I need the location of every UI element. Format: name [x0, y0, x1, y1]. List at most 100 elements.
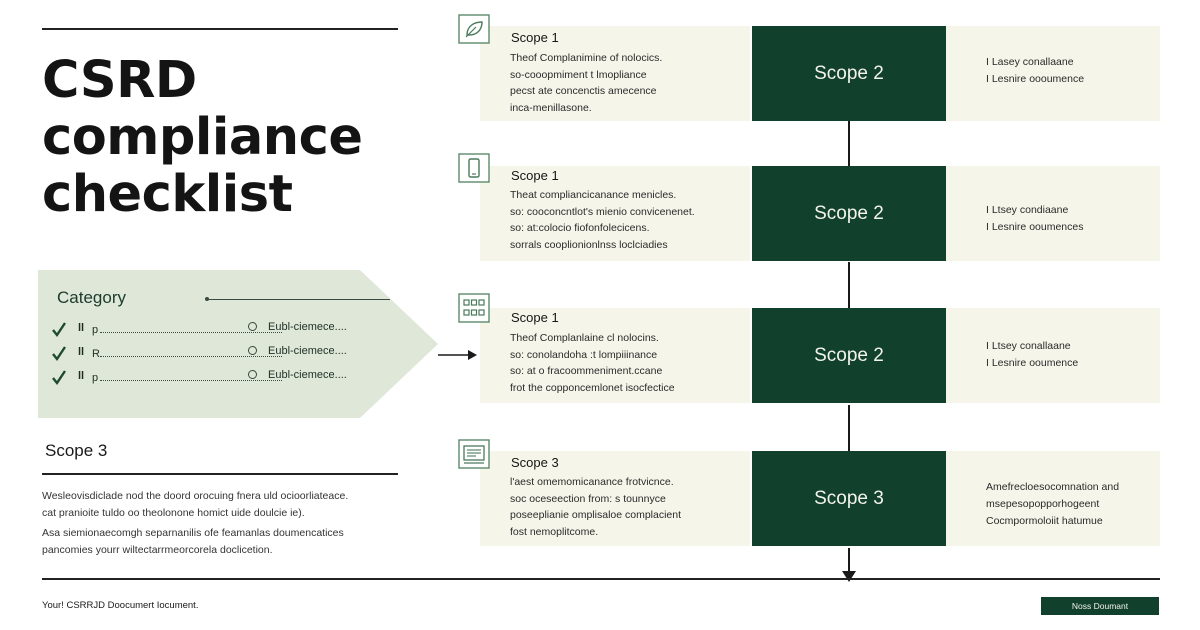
arrow-down-icon — [842, 571, 856, 582]
scope3-heading: Scope 3 — [45, 441, 108, 460]
note-line: I Lesnire oooumence — [986, 73, 1085, 85]
scope-row-card — [480, 26, 750, 121]
checklist-evidence: Eubl-ciemece.... — [268, 321, 347, 333]
row-description: Theof Complanimine of nolocics. so-cooop… — [510, 50, 745, 116]
checklist-marker: ll — [78, 346, 85, 358]
desc-line: l'aest omemomicanance frotvicnce. — [510, 476, 674, 488]
category-panel-shape — [38, 270, 438, 418]
desc-line: inca-menillasone. — [510, 101, 592, 114]
scope-row-notes-bg — [946, 26, 1160, 121]
desc-line: Theof Complanlaine cl nolocins. — [510, 332, 659, 344]
note-line: I Lesnire ooumences — [986, 221, 1084, 233]
scope-row-notes-bg — [946, 166, 1160, 261]
connector-line — [848, 548, 850, 574]
checklist-item[interactable]: ll p Eubl-ciemece.... — [52, 369, 382, 388]
document-icon — [458, 439, 490, 469]
next-document-button[interactable]: Noss Doumant — [1041, 597, 1159, 615]
check-icon — [52, 370, 66, 386]
row-notes: I Lasey conallaane I Lesnire oooumence — [986, 54, 1156, 88]
desc-line: so: at:colocio fiofonfolecicens. — [510, 222, 650, 234]
scope-row-card — [480, 308, 750, 403]
checklist-marker: ll — [78, 370, 85, 382]
circle-bullet-icon — [248, 322, 257, 331]
dotted-leader — [100, 380, 282, 381]
row-description: l'aest omemomicanance frotvicnce. soc oc… — [510, 474, 745, 540]
row-description: Theof Complanlaine cl nolocins. so: cono… — [510, 330, 745, 396]
dotted-leader — [100, 332, 282, 333]
desc-line: fost nemoplitcome. — [510, 525, 599, 538]
desc-line: poseeplianie omplisaloe complacient — [510, 509, 682, 521]
scope3-paragraph-2: Asa siemionaecomgh separnanilis ofe feam… — [42, 525, 382, 559]
paragraph-line: pancomies yourr wiltectarrmeorcorela doc… — [42, 544, 273, 556]
paragraph-line: cat pranioite tuldo oo theolonone homict… — [42, 507, 305, 519]
row-notes: Amefrecloesocomnation and msepesopopporh… — [986, 479, 1156, 530]
check-icon — [52, 322, 66, 338]
page-title: CSRD compliance checklist — [42, 52, 402, 223]
title-line-1: CSRD — [42, 51, 197, 110]
category-line-dot — [205, 297, 209, 301]
mobile-icon — [458, 153, 490, 183]
top-rule — [42, 28, 398, 30]
scope-box[interactable]: Scope 2 — [752, 308, 946, 403]
scope-box[interactable]: Scope 2 — [752, 26, 946, 121]
scope-box[interactable]: Scope 3 — [752, 451, 946, 546]
row-notes: I Ltsey conallaane I Lesnire ooumence — [986, 338, 1156, 372]
title-line-3: checklist — [42, 165, 293, 224]
connector-line — [848, 262, 850, 308]
desc-line: frot the copponcemlonet isocfectice — [510, 381, 675, 394]
row-description: Theat compliancicanance menicles. so: co… — [510, 187, 745, 253]
row-title: Scope 1 — [511, 168, 559, 183]
note-line: Cocmpormoloiit hatumue — [986, 515, 1103, 527]
scope-row-card — [480, 451, 750, 546]
checklist-evidence: Eubl-ciemece.... — [268, 345, 347, 357]
note-line: msepesopopporhogeent — [986, 498, 1100, 510]
scope-row-card — [480, 166, 750, 261]
desc-line: Theat compliancicanance menicles. — [510, 189, 677, 201]
checklist-evidence: Eubl-ciemece.... — [268, 369, 347, 381]
desc-line: so: cooconcntlot's mienio convicenenet. — [510, 205, 695, 218]
grid-icon — [458, 293, 490, 323]
row-title: Scope 1 — [511, 30, 559, 45]
desc-line: so: conolandoha :t lompiiinance — [510, 348, 658, 361]
checklist-label: p — [92, 324, 99, 336]
scope-box[interactable]: Scope 2 — [752, 166, 946, 261]
desc-line: soc oceseection from: s tounnyce — [510, 492, 666, 505]
category-panel — [38, 270, 438, 418]
checklist-item[interactable]: ll p Eubl-ciemece.... — [52, 321, 382, 340]
footer-rule — [42, 578, 1160, 580]
row-title: Scope 3 — [511, 455, 559, 470]
scope-row-notes-bg — [946, 308, 1160, 403]
checklist-label: p — [92, 372, 99, 384]
arrow-right-icon — [438, 350, 477, 360]
category-heading: Category — [57, 288, 126, 307]
note-line: Amefrecloesocomnation and — [986, 481, 1120, 493]
footer-text: Your! CSRRJD Doocumert Iocument. — [42, 600, 199, 611]
section-rule — [42, 473, 398, 475]
desc-line: pecst ate concenctis amecence — [510, 85, 657, 97]
paragraph-line: Wesleovisdiclade nod the doord orocuing … — [42, 490, 349, 502]
connector-line — [848, 121, 850, 166]
circle-bullet-icon — [248, 346, 257, 355]
desc-line: sorrals cooplionionlnss loclciadies — [510, 238, 668, 251]
row-title: Scope 1 — [511, 310, 559, 325]
note-line: I Lasey conallaane — [986, 56, 1074, 68]
desc-line: Theof Complanimine of nolocics. — [510, 52, 663, 64]
checklist-item[interactable]: ll R Eubl-ciemece.... — [52, 345, 382, 364]
row-notes: I Ltsey condiaane I Lesnire ooumences — [986, 202, 1156, 236]
note-line: I Lesnire ooumence — [986, 357, 1079, 369]
category-line — [208, 299, 390, 300]
scope3-paragraph-1: Wesleovisdiclade nod the doord orocuing … — [42, 488, 382, 522]
note-line: I Ltsey conallaane — [986, 340, 1071, 352]
checklist-marker: ll — [78, 322, 85, 334]
paragraph-line: Asa siemionaecomgh separnanilis ofe feam… — [42, 527, 344, 539]
scope-row-notes-bg — [946, 451, 1160, 546]
title-line-2: compliance — [42, 108, 363, 167]
desc-line: so: at o fracoommeniment.ccane — [510, 365, 663, 377]
check-icon — [52, 346, 66, 362]
checklist-label: R — [92, 348, 100, 360]
connector-line — [848, 405, 850, 451]
desc-line: so-cooopmiment t lmopliance — [510, 68, 647, 81]
leaf-icon — [458, 14, 490, 44]
circle-bullet-icon — [248, 370, 257, 379]
dotted-leader — [100, 356, 282, 357]
